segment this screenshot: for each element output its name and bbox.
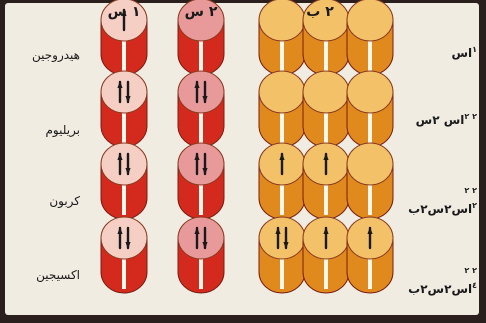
orbital-2s	[178, 71, 224, 147]
orbital-top	[303, 71, 349, 113]
orbital-highlight	[324, 111, 328, 143]
config-label-hydrogen: ١اس	[393, 45, 477, 60]
config-sup: ٢ ٢	[464, 112, 477, 121]
element-label-beryllium: بريليوم	[8, 123, 80, 137]
header-2s: ٢ س	[171, 4, 231, 20]
header-1s: ١ س	[94, 4, 154, 20]
orbital-highlight	[122, 183, 126, 215]
orbital-highlight	[324, 39, 328, 71]
orbital-highlight	[199, 183, 203, 215]
orbital-highlight	[280, 183, 284, 215]
orbital-2p	[259, 71, 305, 147]
orbital-2s	[178, 217, 224, 293]
orbital-highlight	[199, 257, 203, 289]
element-label-hydrogen: هيدروجين	[8, 48, 80, 62]
orbital-2p	[303, 71, 349, 147]
orbital-1s	[101, 217, 147, 293]
config-label-carbon: ٢ ٢ ٢اس٢س٢ب	[393, 186, 477, 216]
orbital-1s	[101, 71, 147, 147]
orbital-highlight	[199, 111, 203, 143]
orbital-2p	[347, 217, 393, 293]
orbital-highlight	[122, 39, 126, 71]
orbital-top	[347, 0, 393, 41]
orbital-highlight	[122, 257, 126, 289]
orbital-top	[178, 217, 224, 259]
orbital-highlight	[199, 39, 203, 71]
orbital-highlight	[368, 111, 372, 143]
element-label-carbon: كربون	[8, 194, 80, 208]
header-2p: ٢ ب	[290, 4, 350, 20]
config-label-oxygen: ٢ ٢ ٤اس٢س٢ب	[393, 266, 477, 296]
orbital-top	[178, 71, 224, 113]
orbital-top	[347, 143, 393, 185]
orbital-top	[347, 71, 393, 113]
config-sup: ١	[472, 45, 477, 54]
config-label-beryllium: ٢ ٢اس ٢س	[393, 112, 477, 127]
orbital-2p	[347, 0, 393, 75]
orbital-top	[101, 143, 147, 185]
orbital-top	[178, 143, 224, 185]
orbital-2p	[347, 71, 393, 147]
orbital-2s	[178, 143, 224, 219]
orbital-top	[101, 217, 147, 259]
orbital-highlight	[368, 39, 372, 71]
orbital-highlight	[280, 257, 284, 289]
orbital-2p	[259, 217, 305, 293]
orbital-highlight	[280, 111, 284, 143]
orbital-1s	[101, 143, 147, 219]
orbital-top	[259, 217, 305, 259]
orbital-highlight	[368, 257, 372, 289]
config-text: اس٢س٢ب	[408, 282, 472, 296]
config-text: اس	[451, 46, 472, 60]
orbital-highlight	[368, 183, 372, 215]
orbital-2p	[347, 143, 393, 219]
orbital-top	[259, 71, 305, 113]
orbital-highlight	[122, 111, 126, 143]
orbital-highlight	[324, 257, 328, 289]
element-label-oxygen: اكسيجين	[8, 268, 80, 282]
orbital-2p	[259, 143, 305, 219]
orbital-top	[101, 71, 147, 113]
orbital-2p	[303, 217, 349, 293]
orbital-highlight	[324, 183, 328, 215]
config-text: اس٢س٢ب	[408, 202, 472, 216]
orbital-highlight	[280, 39, 284, 71]
orbital-2p	[303, 143, 349, 219]
config-text: اس ٢س	[416, 113, 465, 127]
